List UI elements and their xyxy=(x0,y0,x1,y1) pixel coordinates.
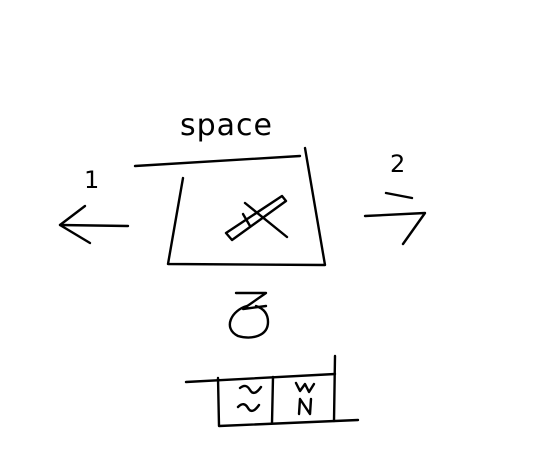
sword-crossed-icon xyxy=(224,194,289,242)
inventory-right-edge xyxy=(332,354,337,423)
right-arrow-label: 2 xyxy=(390,150,405,178)
inventory-slot-2[interactable] xyxy=(294,381,316,416)
left-arrow-label: 1 xyxy=(84,166,99,194)
top-line xyxy=(133,154,302,168)
inventory-bottom-line xyxy=(216,376,360,428)
inventory-bar xyxy=(184,354,360,428)
space-title: space xyxy=(180,108,273,143)
left-arrow[interactable]: 1 xyxy=(58,166,130,245)
left-arrow-head xyxy=(58,204,92,245)
inventory-slot-1[interactable] xyxy=(236,384,263,413)
left-arrow-shaft xyxy=(58,223,130,228)
inventory-divider xyxy=(270,375,275,425)
right-arrow[interactable]: 2 xyxy=(363,150,427,246)
center-panel[interactable] xyxy=(166,146,327,267)
panel-outline xyxy=(166,146,327,267)
squiggle-item-icon xyxy=(236,384,263,413)
right-arrow-head xyxy=(363,211,427,246)
w-n-item-icon xyxy=(294,381,316,416)
coin-pouch-icon[interactable] xyxy=(228,291,270,339)
inventory-top-line xyxy=(184,372,337,384)
right-arrow-dash xyxy=(384,191,414,200)
